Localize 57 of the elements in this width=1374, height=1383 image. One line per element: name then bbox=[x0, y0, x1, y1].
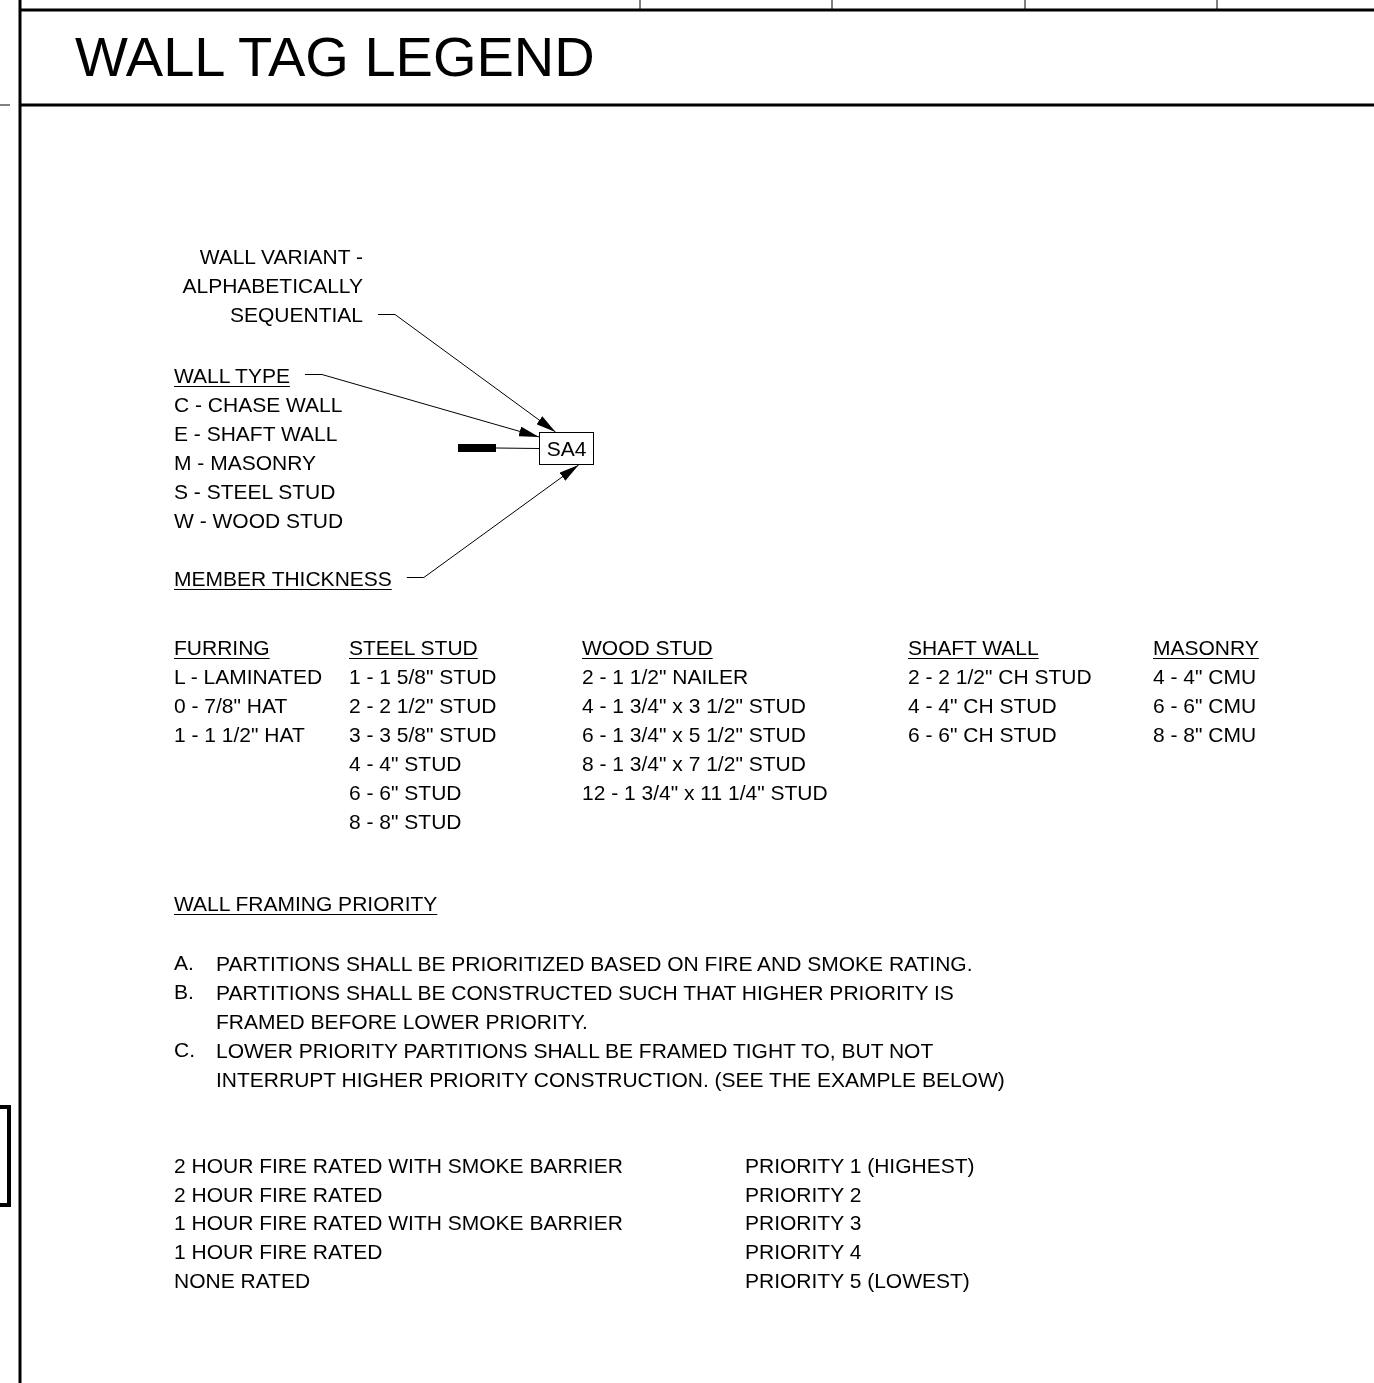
legend-text: 12 - 1 3/4" x 11 1/4" STUD bbox=[582, 780, 828, 806]
leader-arrow bbox=[406, 464, 580, 578]
note-text: PARTITIONS SHALL BE PRIORITIZED BASED ON FIRE AND SMOKE RATING. bbox=[216, 950, 974, 977]
legend-text: M - MASONRY bbox=[174, 450, 316, 476]
column-heading: WALL FRAMING PRIORITY bbox=[174, 891, 438, 917]
legend-text: 2 HOUR FIRE RATED bbox=[174, 1182, 383, 1208]
legend-text: PRIORITY 1 (HIGHEST) bbox=[745, 1153, 975, 1179]
legend-text: 1 - 1 5/8" STUD bbox=[349, 664, 497, 690]
legend-text: 0 - 7/8" HAT bbox=[174, 693, 288, 719]
legend-text: 1 HOUR FIRE RATED bbox=[174, 1239, 383, 1265]
legend-text: NONE RATED bbox=[174, 1268, 311, 1294]
legend-text: 4 - 4" CMU bbox=[1153, 664, 1257, 690]
callout-heading: MEMBER THICKNESS bbox=[174, 566, 407, 592]
sheet-title: WALL TAG LEGEND bbox=[75, 25, 595, 89]
column-heading: MASONRY bbox=[1153, 635, 1259, 661]
wall-tag-box: SA4 bbox=[539, 432, 594, 465]
legend-text: L - LAMINATED bbox=[174, 664, 323, 690]
legend-text: 4 - 4" CH STUD bbox=[908, 693, 1057, 719]
legend-text: 4 - 4" STUD bbox=[349, 751, 462, 777]
legend-text: 6 - 1 3/4" x 5 1/2" STUD bbox=[582, 722, 806, 748]
legend-text: 6 - 6" CMU bbox=[1153, 693, 1257, 719]
note-text: LOWER PRIORITY PARTITIONS SHALL BE FRAMED TIGHT TO, BUT NOT INTERRUPT HIGHER PRIORITY CONSTRUCTION. (SEE THE EXAMPLE BELOW) bbox=[216, 1037, 1006, 1093]
legend-text: 1 HOUR FIRE RATED WITH SMOKE BARRIER bbox=[174, 1210, 623, 1236]
callout-text: WALL VARIANT - ALPHABETICALLY SEQUENTIAL bbox=[143, 242, 378, 329]
column-heading: SHAFT WALL bbox=[908, 635, 1039, 661]
legend-text: PRIORITY 5 (LOWEST) bbox=[745, 1268, 970, 1294]
column-heading: STEEL STUD bbox=[349, 635, 478, 661]
legend-text: 2 - 2 1/2" CH STUD bbox=[908, 664, 1092, 690]
legend-text: 8 - 8" CMU bbox=[1153, 722, 1257, 748]
legend-text: B. bbox=[174, 979, 194, 1005]
legend-text: S - STEEL STUD bbox=[174, 479, 336, 505]
legend-text: PRIORITY 4 bbox=[745, 1239, 862, 1265]
legend-text: 8 - 8" STUD bbox=[349, 809, 462, 835]
legend-text: 2 - 1 1/2" NAILER bbox=[582, 664, 749, 690]
legend-text: C. bbox=[174, 1037, 195, 1063]
legend-text: A. bbox=[174, 950, 194, 976]
legend-text: W - WOOD STUD bbox=[174, 508, 344, 534]
column-heading: FURRING bbox=[174, 635, 270, 661]
legend-text: PRIORITY 3 bbox=[745, 1210, 862, 1236]
leader-arrow bbox=[304, 374, 540, 438]
column-heading: WOOD STUD bbox=[582, 635, 713, 661]
legend-text: 6 - 6" CH STUD bbox=[908, 722, 1057, 748]
legend-text: 8 - 1 3/4" x 7 1/2" STUD bbox=[582, 751, 806, 777]
legend-text: 3 - 3 5/8" STUD bbox=[349, 722, 497, 748]
legend-text: C - CHASE WALL bbox=[174, 392, 343, 418]
legend-text: 6 - 6" STUD bbox=[349, 780, 462, 806]
connector-line bbox=[495, 447, 540, 449]
legend-text: 1 - 1 1/2" HAT bbox=[174, 722, 305, 748]
callout-heading: WALL TYPE bbox=[174, 363, 305, 389]
legend-text: 4 - 1 3/4" x 3 1/2" STUD bbox=[582, 693, 806, 719]
leader-arrow bbox=[377, 314, 556, 433]
legend-text: E - SHAFT WALL bbox=[174, 421, 338, 447]
note-text: PARTITIONS SHALL BE CONSTRUCTED SUCH THAT HIGHER PRIORITY IS FRAMED BEFORE LOWER PRIORITY. bbox=[216, 979, 955, 1035]
legend-text: 2 - 2 1/2" STUD bbox=[349, 693, 497, 719]
legend-text: 2 HOUR FIRE RATED WITH SMOKE BARRIER bbox=[174, 1153, 623, 1179]
legend-text: PRIORITY 2 bbox=[745, 1182, 862, 1208]
wall-bar bbox=[458, 444, 496, 452]
